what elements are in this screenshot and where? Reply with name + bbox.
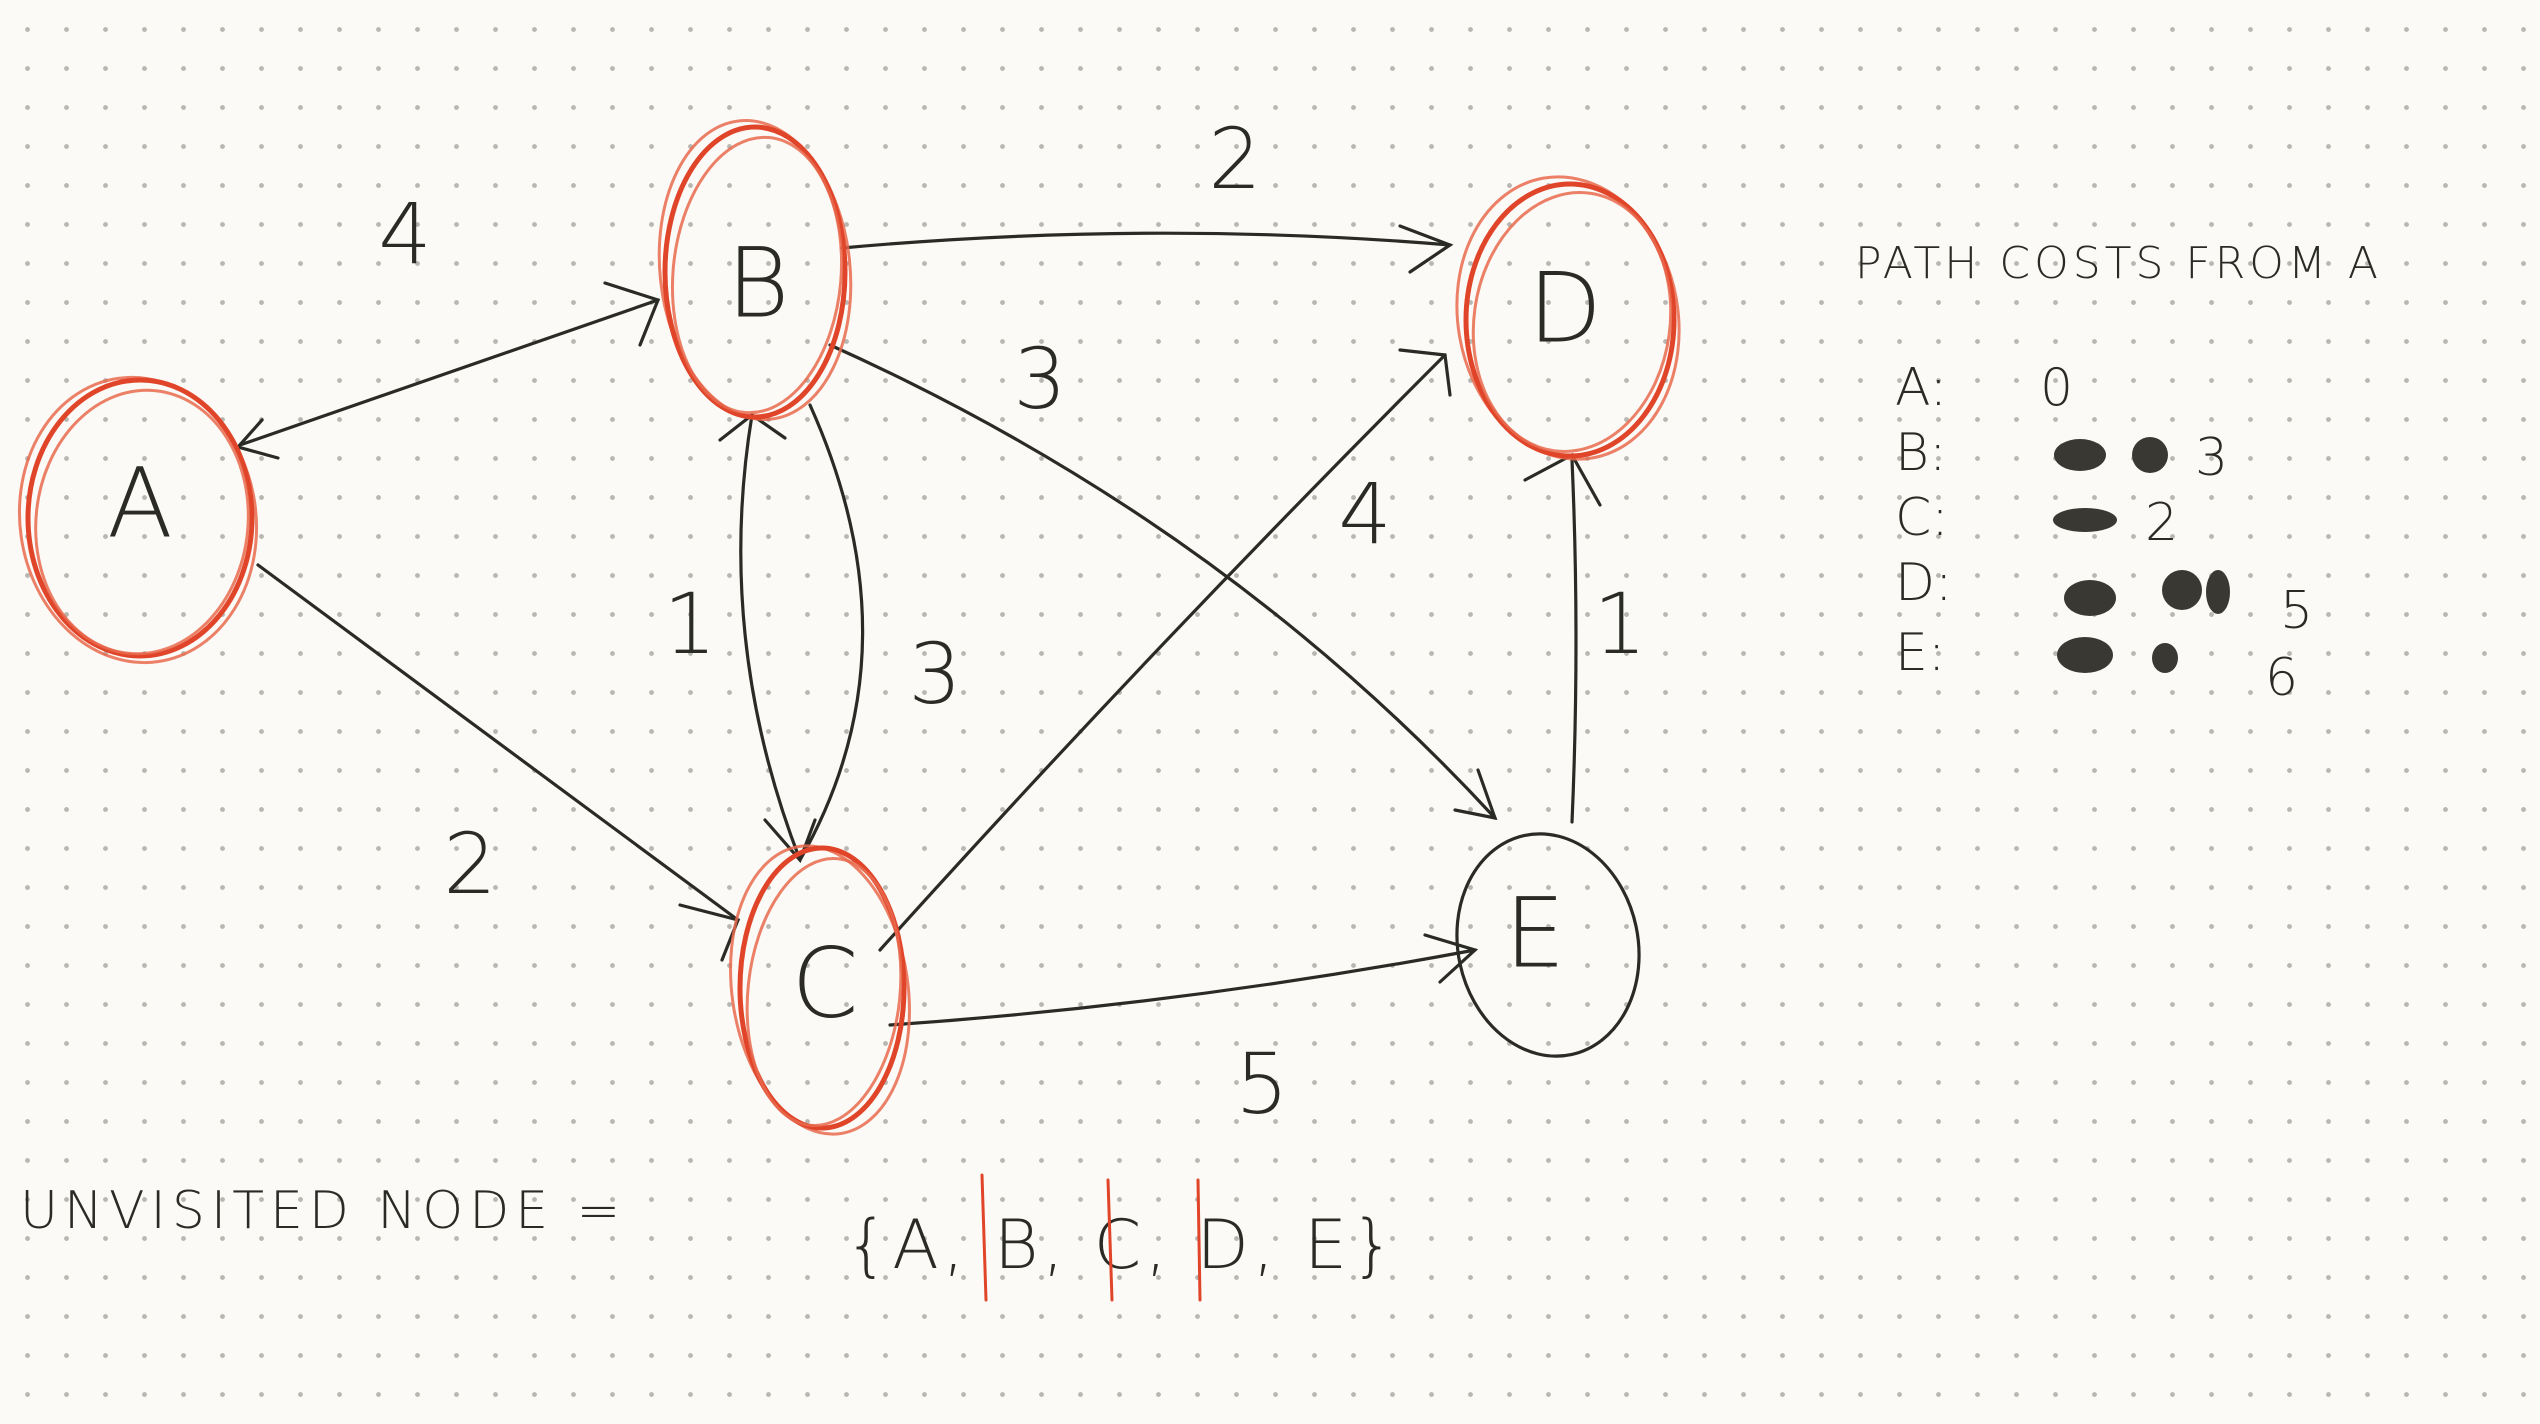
cost-key-d: D: xyxy=(1895,553,1953,613)
edge-a-b: 4 xyxy=(235,185,661,460)
unvisited-set: UNVISITED NODE = {A, B, C, D, E} xyxy=(20,1173,1398,1302)
edge-weight-a-b: 4 xyxy=(378,185,431,283)
unvisited-label: UNVISITED NODE = xyxy=(20,1181,626,1241)
node-a: A xyxy=(17,375,259,665)
cost-key-a: A: xyxy=(1895,358,1947,418)
crossed-out-value-b xyxy=(2054,437,2168,473)
edge-weight-c-e: 5 xyxy=(1235,1035,1288,1133)
edge-weight-b-d: 2 xyxy=(1208,110,1261,208)
cost-key-e: E: xyxy=(1895,623,1945,683)
node-b: B xyxy=(657,118,853,422)
cost-row-c: C: 2 xyxy=(1895,488,2178,553)
crossed-out-value-d xyxy=(2064,570,2230,616)
edge-weight-c-d: 4 xyxy=(1338,465,1391,563)
edges: 4 2 2 3 1 3 xyxy=(235,110,1647,1133)
node-c: C xyxy=(729,844,911,1136)
unvisited-set-text: {A, B, C, D, E} xyxy=(845,1206,1398,1285)
node-label-d: D xyxy=(1528,252,1602,364)
edge-a-c: 2 xyxy=(256,563,741,962)
node-label-b: B xyxy=(727,227,790,339)
cost-value-b: 3 xyxy=(2195,428,2228,488)
edge-weight-e-d: 1 xyxy=(1593,575,1646,673)
nodes: A B C D E xyxy=(17,118,1681,1136)
cost-value-e: 6 xyxy=(2265,648,2298,708)
cost-row-d: D: 5 xyxy=(1895,553,2313,641)
crossed-out-value-e xyxy=(2057,637,2178,673)
edge-weight-c-b: 3 xyxy=(908,625,961,723)
node-e: E xyxy=(1455,832,1641,1058)
edge-b-c: 1 xyxy=(663,413,817,864)
crossed-out-value-c xyxy=(2053,508,2117,532)
edge-c-b: 3 xyxy=(718,403,962,862)
strike-c xyxy=(1196,1178,1202,1302)
node-label-c: C xyxy=(791,927,858,1039)
strike-b xyxy=(1106,1178,1114,1302)
path-costs-heading: PATH COSTS FROM A xyxy=(1855,238,2382,289)
edge-c-e: 5 xyxy=(888,933,1479,1133)
node-d: D xyxy=(1455,175,1681,461)
edge-c-d: 4 xyxy=(878,348,1452,952)
cost-row-b: B: 3 xyxy=(1895,423,2228,488)
cost-key-b: B: xyxy=(1895,423,1947,483)
path-costs-panel: PATH COSTS FROM A A: 0 B: 3 C: 2 D: xyxy=(1855,238,2382,708)
edge-e-d: 1 xyxy=(1523,452,1647,824)
edge-b-e: 3 xyxy=(828,330,1498,821)
edge-b-d: 2 xyxy=(840,110,1454,274)
cost-row-e: E: 6 xyxy=(1895,623,2298,708)
edge-weight-a-c: 2 xyxy=(443,815,496,913)
edge-weight-b-c: 1 xyxy=(663,575,716,673)
cost-value-d: 5 xyxy=(2280,581,2313,641)
cost-row-a: A: 0 xyxy=(1895,358,2073,418)
cost-value-a: 0 xyxy=(2040,358,2073,418)
strike-a xyxy=(980,1173,988,1302)
cost-key-c: C: xyxy=(1895,488,1949,548)
node-label-a: A xyxy=(107,447,173,559)
cost-value-c: 2 xyxy=(2145,493,2178,553)
node-label-e: E xyxy=(1505,877,1566,989)
edge-weight-b-e: 3 xyxy=(1013,330,1066,428)
